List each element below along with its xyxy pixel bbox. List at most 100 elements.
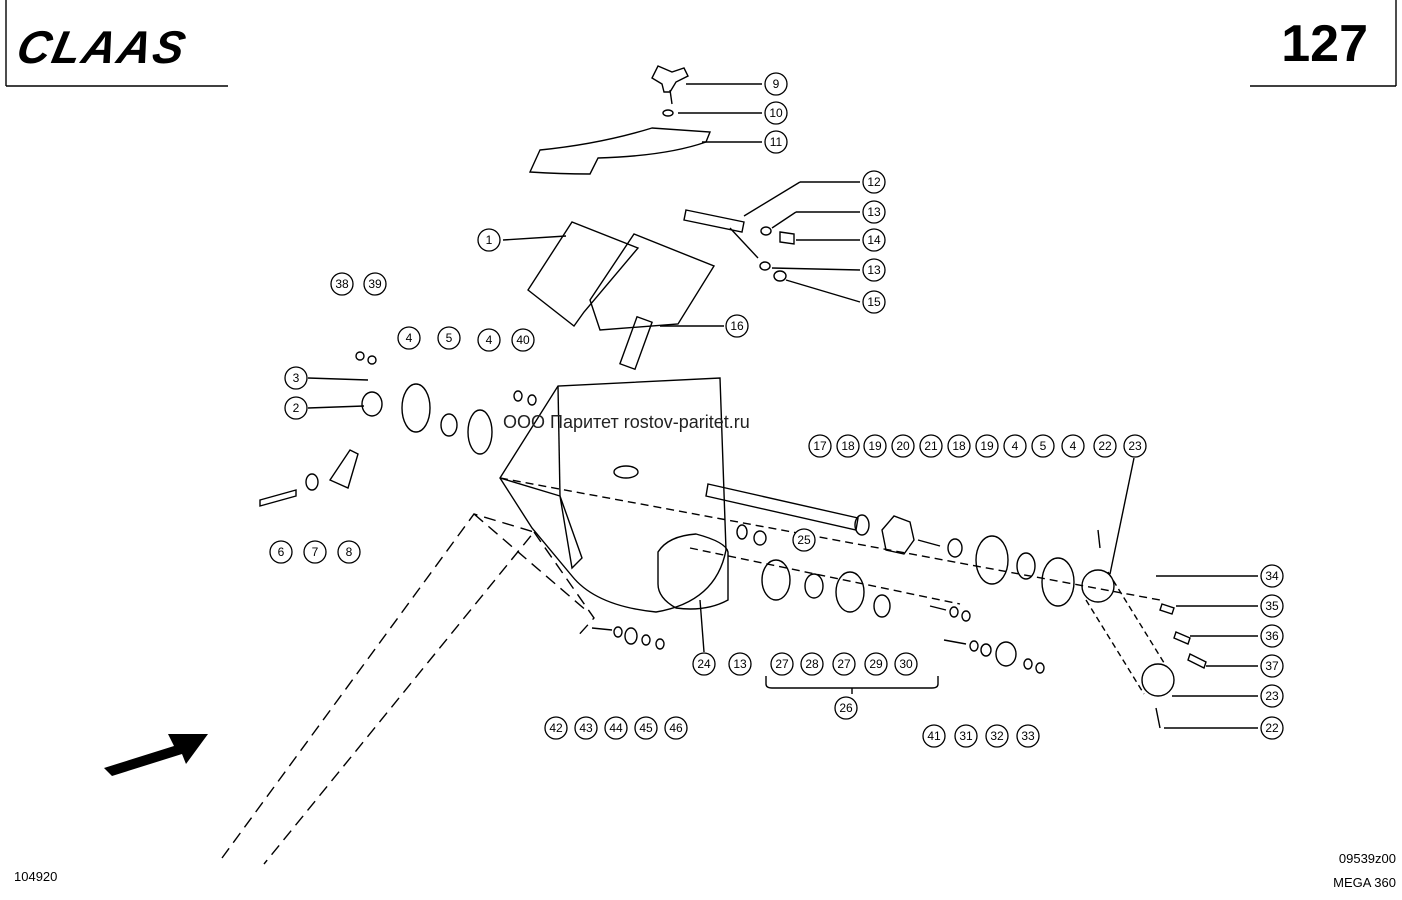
callout-10-circle	[764, 101, 788, 125]
callout-6-circle	[269, 540, 293, 564]
housing-edge-a	[557, 385, 561, 497]
callout-18a-label: 18	[841, 439, 855, 453]
leader-13a	[771, 211, 797, 229]
callout-39-label: 39	[368, 277, 382, 291]
callout-43-label: 43	[579, 721, 593, 735]
washer-32b	[980, 643, 992, 657]
callout-5a-label: 5	[446, 331, 453, 345]
washer-40b	[527, 394, 537, 406]
callout-14-label: 14	[867, 233, 881, 247]
washer-32a	[969, 640, 979, 652]
leader-2	[307, 405, 365, 409]
callout-28-circle	[800, 652, 824, 676]
chain-34	[1085, 571, 1167, 695]
callout-4a-label: 4	[406, 331, 413, 345]
callout-10-label: 10	[769, 106, 783, 120]
housing-side-plate	[657, 533, 729, 610]
callout-36-circle	[1260, 624, 1284, 648]
bracket-8	[328, 449, 359, 489]
disc-33	[995, 641, 1017, 667]
bearing-28	[804, 573, 824, 599]
collar-19b	[947, 538, 963, 558]
drawing-number: 104920	[14, 869, 58, 884]
callout-46-circle	[664, 716, 688, 740]
callout-19b-circle	[975, 434, 999, 458]
callout-22b-circle	[1260, 716, 1284, 740]
tube-shape	[683, 209, 745, 233]
callout-2-circle	[284, 396, 308, 420]
callout-13c-label: 13	[733, 657, 747, 671]
callout-29-circle	[864, 652, 888, 676]
callout-15-circle	[862, 290, 886, 314]
callout-16-label: 16	[730, 319, 744, 333]
callout-1-circle	[477, 228, 501, 252]
callout-33-circle	[1016, 724, 1040, 748]
callout-11-circle	[764, 130, 788, 154]
callout-42-circle	[544, 716, 568, 740]
callout-41-circle	[922, 724, 946, 748]
callout-16-circle	[725, 314, 749, 338]
flange-27a	[761, 559, 791, 601]
washer-44	[624, 627, 638, 645]
callout-7-label: 7	[312, 545, 319, 559]
callout-4a-circle	[397, 326, 421, 350]
callout-20-circle	[891, 434, 915, 458]
flange-27b	[835, 571, 865, 613]
callout-5b-label: 5	[1040, 439, 1047, 453]
callout-4d-circle	[1061, 434, 1085, 458]
washer-40a	[513, 390, 523, 402]
housing-front-flap	[559, 495, 583, 570]
callout-25-label: 25	[797, 533, 811, 547]
nut-2	[361, 391, 383, 417]
nut-33	[1023, 658, 1033, 670]
callout-13a-circle	[862, 200, 886, 224]
model-name: MEGA 360	[1333, 875, 1396, 890]
washer-45	[641, 634, 651, 646]
callout-25-circle	[792, 528, 816, 552]
callout-44-circle	[604, 716, 628, 740]
bolt-42	[591, 627, 613, 631]
callout-2-label: 2	[293, 401, 300, 415]
callout-13a-label: 13	[867, 205, 881, 219]
sprocket-23-bottom	[1141, 663, 1175, 697]
page-number: 127	[1281, 15, 1368, 73]
callout-18a-circle	[836, 434, 860, 458]
washer-43	[613, 626, 623, 638]
callout-4b-label: 4	[486, 333, 493, 347]
callout-43-circle	[574, 716, 598, 740]
nut-25	[753, 530, 767, 546]
nut-46	[655, 638, 665, 650]
callout-9-circle	[764, 72, 788, 96]
callout-24-label: 24	[697, 657, 711, 671]
bolt-shape	[779, 231, 795, 245]
pin-22-top	[1097, 529, 1101, 549]
flange-4a	[975, 535, 1009, 585]
leader-1	[502, 235, 567, 241]
reference-code: 09539z00	[1338, 851, 1396, 866]
leader-24	[699, 599, 705, 653]
washer-shape	[662, 109, 674, 117]
callout-21-label: 21	[924, 439, 938, 453]
callout-35-label: 35	[1265, 599, 1279, 613]
callout-circles	[269, 72, 1284, 748]
callout-42-label: 42	[549, 721, 563, 735]
washer-39	[367, 355, 377, 365]
bolt-41	[929, 605, 947, 611]
spacer-7	[305, 473, 319, 491]
housing-slot	[613, 465, 639, 479]
callout-5a-circle	[437, 326, 461, 350]
leader-13b	[771, 267, 861, 271]
callout-37-circle	[1260, 654, 1284, 678]
callout-29-label: 29	[869, 657, 883, 671]
callout-32-label: 32	[990, 729, 1004, 743]
callout-27a-label: 27	[775, 657, 789, 671]
callout-26-label: 26	[839, 701, 853, 715]
washer-38	[355, 351, 365, 361]
callout-18b-circle	[947, 434, 971, 458]
collar-19	[854, 514, 870, 536]
callout-21-circle	[919, 434, 943, 458]
nut-33b	[1035, 662, 1045, 674]
callout-22a-label: 22	[1098, 439, 1112, 453]
cover-plate-shape	[528, 127, 712, 175]
